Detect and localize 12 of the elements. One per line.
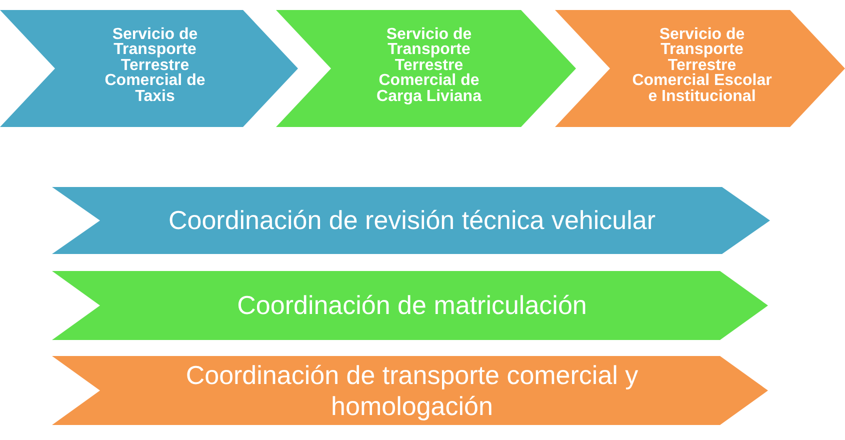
chevron-step	[276, 10, 576, 127]
chevron-step	[52, 271, 768, 340]
chevron-step	[52, 356, 768, 425]
chevron-label: Coordinación de revisión técnica vehicular	[168, 205, 656, 236]
chevron-step	[555, 10, 845, 127]
chevron-step	[0, 10, 298, 127]
chevron-label: Servicio de Transporte Terrestre Comercial Escolar e Institucional	[631, 26, 773, 104]
chevron-label: Servicio de Transporte Terrestre Comercial de Carga Liviana	[376, 26, 483, 104]
chevron-label: Coordinación de transporte comercial y homologación	[184, 360, 640, 422]
chevron-label: Servicio de Transporte Terrestre Comercial de Taxis	[104, 26, 206, 104]
chevron-step	[52, 187, 770, 254]
chevron-label: Coordinación de matriculación	[237, 290, 587, 321]
